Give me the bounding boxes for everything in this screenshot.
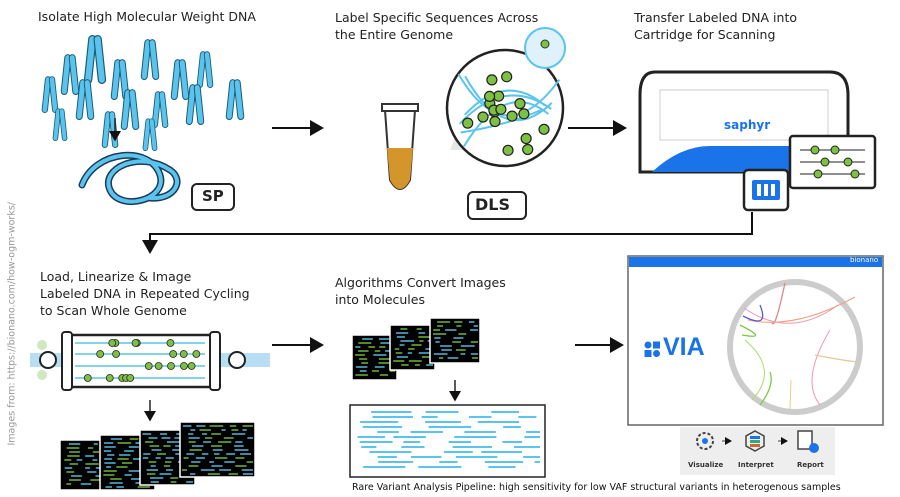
label-dot — [108, 339, 117, 347]
label-dot — [495, 103, 507, 115]
label-dot — [520, 132, 532, 145]
via-logo-text: VIA — [663, 333, 705, 361]
chromosome-icon — [196, 51, 214, 88]
chromosome-icon — [52, 108, 68, 141]
via-logo-mark — [644, 341, 660, 357]
label-dot — [192, 350, 201, 358]
chromosome-icon — [151, 91, 169, 128]
report-label: Report — [797, 461, 824, 469]
label-dot — [483, 90, 496, 103]
label-dot — [462, 117, 474, 129]
label-dot — [522, 143, 534, 156]
chromosome-icon — [120, 89, 140, 130]
image-frame — [389, 324, 436, 371]
step-1-title: Isolate High Molecular Weight DNA — [38, 9, 256, 24]
label-dot — [131, 339, 140, 347]
bionano-brand: bionano — [850, 256, 879, 264]
label-dot — [489, 115, 501, 128]
label-dot — [166, 339, 175, 347]
label-dot — [154, 362, 163, 370]
label-dot — [169, 350, 178, 358]
laptop-icon — [788, 134, 877, 190]
chromosome-icon — [75, 79, 95, 120]
label-dot — [105, 374, 114, 382]
chromosome-icon — [140, 39, 160, 80]
chromosome-icon — [83, 35, 107, 84]
label-dot — [501, 71, 513, 83]
label-dot — [167, 362, 175, 370]
nanochannel-chip — [30, 331, 270, 391]
cartridge-icon — [742, 168, 790, 212]
image-frame — [429, 317, 481, 364]
interpret-layers-icon — [745, 430, 765, 452]
label-dot — [506, 110, 518, 122]
chromosomes-illustration — [41, 35, 245, 151]
label-dot — [518, 108, 530, 120]
label-dot — [112, 350, 120, 358]
chromosome-icon — [170, 59, 190, 100]
saphyr-label: saphyr — [724, 118, 771, 132]
caption: Rare Variant Analysis Pipeline: high sen… — [352, 482, 841, 493]
report-clipboard-icon — [797, 430, 819, 453]
dls-badge — [467, 191, 527, 220]
label-dot — [477, 111, 489, 123]
label-dot — [502, 144, 514, 156]
image-source-note: Images from: https://bionano.com/how-ogm… — [6, 202, 18, 446]
label-dot — [126, 374, 135, 382]
label-dot — [179, 350, 188, 358]
label-dot — [486, 74, 498, 86]
image-stack — [351, 317, 481, 381]
image-stack — [59, 421, 256, 491]
sp-badge — [191, 183, 235, 211]
label-dot — [83, 374, 92, 382]
chromosome-icon — [142, 118, 158, 151]
label-dot — [538, 123, 550, 135]
circos-plot — [727, 279, 863, 415]
dls-badge-label: DLS — [475, 195, 510, 214]
chromosome-icon — [225, 79, 245, 120]
label-dot — [144, 362, 153, 370]
sp-badge-label: SP — [202, 187, 224, 205]
label-dot — [514, 98, 526, 110]
chromosome-icon — [60, 54, 80, 95]
chromosome-icon — [41, 76, 59, 113]
label-dot — [96, 350, 105, 358]
dna-knot-icon-inner — [80, 153, 180, 204]
label-dot — [180, 362, 188, 370]
visualize-label: Visualize — [688, 461, 724, 469]
interpret-label: Interpret — [738, 461, 774, 469]
chromosome-icon — [185, 84, 205, 125]
visualize-gear-icon — [696, 432, 714, 450]
connector-arrow — [142, 212, 753, 254]
labeled-dna-dots — [457, 71, 561, 156]
label-dot — [187, 362, 196, 370]
